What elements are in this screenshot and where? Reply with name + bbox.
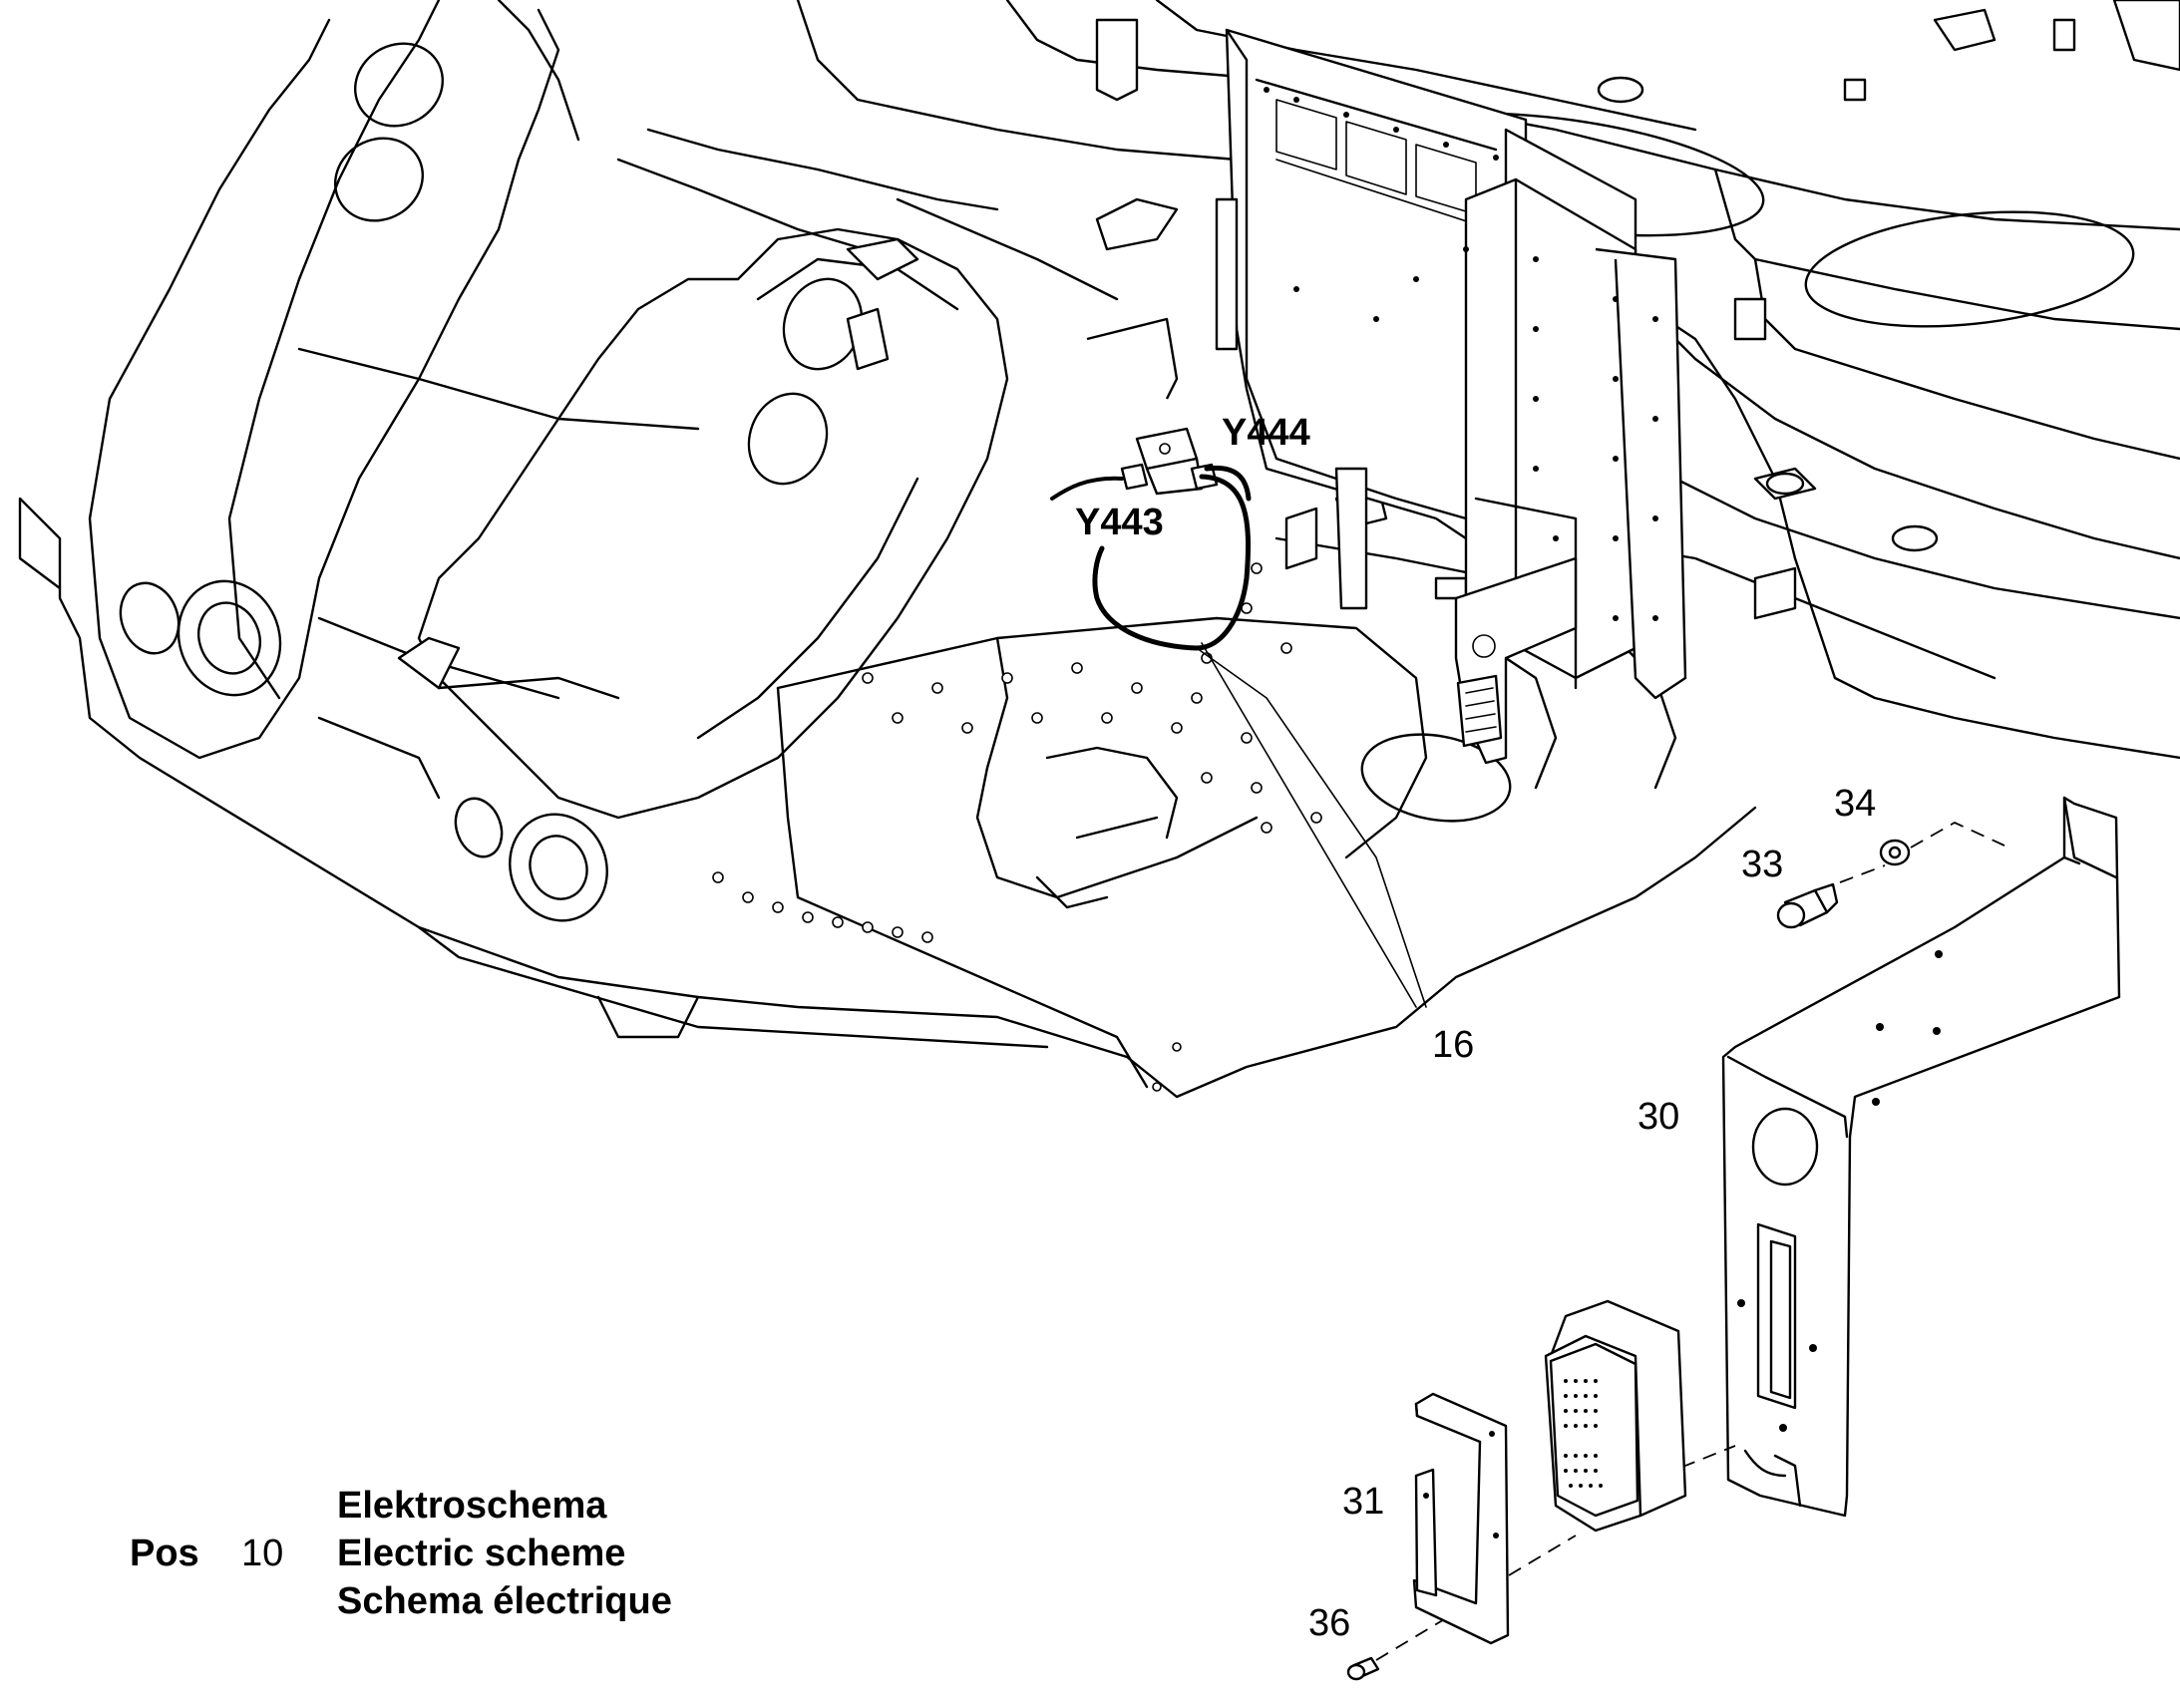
plug-pin-grid (1564, 1379, 1603, 1488)
installed-bracket (1454, 556, 1578, 765)
callout-34: 34 (1834, 783, 1876, 825)
part-connector-plug (1544, 1299, 1687, 1533)
assembly-lines (1375, 821, 2005, 1661)
signal-label-y444: Y444 (1222, 412, 1310, 454)
panel-holes (1264, 87, 1658, 621)
callout-31: 31 (1342, 1481, 1384, 1523)
legend-line-en: Electric scheme (337, 1533, 625, 1574)
part-31-frame (1412, 1392, 1510, 1645)
part-36-screw (1346, 1656, 1380, 1681)
legend-pos-number: 10 (241, 1533, 283, 1574)
valve-assembly (1120, 427, 1219, 496)
legend: Pos 10 Elektroschema Electric scheme Sch… (130, 1485, 672, 1622)
leader-lines (1196, 642, 1427, 1008)
legend-pos-label: Pos (130, 1533, 199, 1574)
legend-line-de: Elektroschema (337, 1485, 607, 1527)
callout-30: 30 (1637, 1096, 1679, 1138)
signal-label-y443: Y443 (1075, 502, 1164, 543)
wiring-harness (1050, 465, 1252, 651)
cabinet-panel (1215, 28, 1687, 700)
part-33-screw (1776, 882, 1839, 929)
part-34-washer (1879, 839, 1911, 866)
callout-36: 36 (1308, 1602, 1350, 1644)
beam-holes (712, 562, 1322, 1092)
callout-33: 33 (1741, 844, 1783, 885)
legend-line-fr: Schema électrique (337, 1580, 672, 1622)
part-30-bracket (1721, 796, 2121, 1518)
callout-16: 16 (1432, 1024, 1474, 1066)
